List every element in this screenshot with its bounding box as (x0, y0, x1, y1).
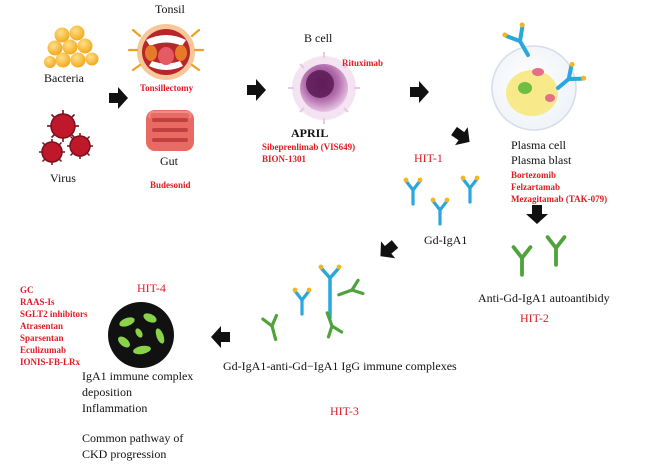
arrow-complex-to-kidney (211, 326, 230, 348)
immune-complexes-label: Gd-IgA1-anti-Gd−IgA1 IgG immune complexe… (223, 359, 457, 373)
kidney-drug-5: Sparsentan (20, 333, 64, 343)
tonsil-icon (127, 24, 205, 80)
bacteria-icon (44, 25, 99, 68)
kidney-drug-3: SGLT2 inhibitors (20, 309, 88, 319)
april-drug-2: BION-1301 (262, 154, 307, 164)
kidney-drug-1: GC (20, 285, 34, 295)
outcome-line-3: Inflammation (82, 401, 148, 415)
virus-icon (39, 110, 93, 165)
plasma-cell-icon (491, 45, 577, 131)
hit-4-label: HIT-4 (137, 281, 166, 295)
arrow-plasma-to-autoantibody (526, 205, 548, 224)
plasma-drug-2: Felzartamab (511, 182, 560, 192)
plasma-cell-label: Plasma cell (511, 138, 566, 152)
gut-label: Gut (160, 154, 178, 168)
kidney-drug-2: RAAS-Is (20, 297, 55, 307)
outcome-line-2: deposition (82, 385, 132, 399)
arrow-sources-to-tonsil (109, 87, 128, 109)
immune-complex-icon (261, 264, 365, 343)
pathway-line-1: Common pathway of (82, 431, 184, 445)
kidney-drug-7: IONIS-FB-LRx (20, 357, 81, 367)
plasma-blast-label: Plasma blast (511, 153, 572, 167)
plasma-drug-1: Bortezomib (511, 170, 556, 180)
arrow-bcell-to-plasma (410, 81, 429, 103)
flow-arrows (109, 79, 548, 348)
hit-3-label: HIT-3 (330, 404, 359, 418)
virus-label: Virus (50, 171, 76, 185)
b-cell-label: B cell (304, 31, 333, 45)
anti-gd-iga1-igg-icon (511, 235, 567, 277)
kidney-drug-6: Eculizumab (20, 345, 67, 355)
april-drug-1: Sibeprenlimab (VIS649) (262, 142, 356, 152)
arrow-gd-iga1-to-complex (380, 240, 399, 259)
plasma-drug-3: Mezagitamab (TAK-079) (511, 194, 608, 204)
tonsillectomy-label: Tonsillectomy (140, 83, 194, 93)
autoantibody-label: Anti-Gd-IgA1 autoantibidy (478, 291, 610, 305)
b-cell-icon (288, 52, 360, 124)
rituximab-label: Rituximab (342, 58, 384, 68)
budesonid-label: Budesonid (150, 180, 191, 190)
bacteria-label: Bacteria (44, 71, 84, 85)
outcome-line-1: IgA1 immune complex (82, 369, 194, 383)
tonsil-label: Tonsil (155, 2, 185, 16)
gut-icon (146, 110, 194, 151)
gd-iga1-antibodies-icon (403, 175, 480, 226)
gd-iga1-label: Gd-IgA1 (424, 233, 468, 247)
april-label: APRIL (291, 126, 329, 140)
hit-1-label: HIT-1 (414, 151, 443, 165)
kidney-drug-4: Atrasentan (20, 321, 63, 331)
arrow-tonsil-to-bcell (247, 79, 266, 101)
hit-2-label: HIT-2 (520, 311, 549, 325)
plasma-antibody-icon (502, 22, 587, 90)
pathway-line-2: CKD progression (82, 447, 167, 461)
arrow-plasma-to-gd-iga1 (451, 126, 470, 146)
glomerulus-deposition-icon (108, 302, 174, 368)
